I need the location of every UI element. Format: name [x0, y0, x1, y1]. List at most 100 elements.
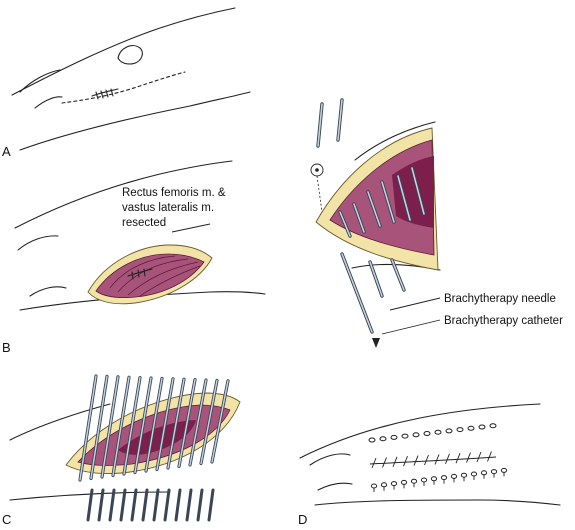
panel-c: C	[2, 374, 241, 527]
inset-needle-highlight	[341, 253, 373, 333]
panel-d-upper-button	[434, 429, 442, 435]
panel-d-suture-stitch	[434, 454, 440, 465]
panel-d-upper-button	[478, 424, 486, 430]
inset-needle-highlight	[337, 99, 343, 141]
panel-d-upper-button	[412, 432, 420, 438]
panel-b-leg-outline	[14, 160, 266, 311]
panel-c-needle-highlight	[211, 380, 229, 463]
panel-b-annotation-line-2: vastus lateralis m.	[122, 202, 214, 214]
panel-d-suture-stitch	[413, 455, 419, 466]
panel-d-lower-button	[490, 469, 498, 475]
panel-d-letter: D	[298, 512, 307, 527]
panel-b-knee-contour	[17, 235, 67, 297]
inset-needle-highlight	[369, 261, 383, 297]
panel-c-needle-lower	[163, 488, 171, 522]
panel-c-needle-highlight	[112, 376, 130, 477]
panel-d-lower-button	[470, 471, 478, 477]
inset-needle-group	[316, 98, 426, 334]
panel-c-needle-lower	[174, 488, 182, 522]
panel-d-lower-button	[400, 479, 408, 485]
panel-d-upper-button	[489, 423, 497, 429]
panel-c-needle-highlight	[156, 378, 174, 471]
panel-d-suture-stitch	[403, 456, 408, 467]
inset-detail: Brachytherapy needle Brachytherapy cathe…	[310, 98, 563, 348]
panel-d-lower-button	[440, 475, 448, 481]
panel-d-upper-button	[467, 425, 475, 431]
panel-d-lower-button	[410, 478, 418, 484]
panel-d-lower-button	[390, 481, 398, 487]
panel-d-upper-button	[368, 437, 376, 443]
panel-a-hip-fold	[117, 45, 143, 65]
panel-a-incision-plan	[61, 71, 186, 104]
panel-b-letter: B	[2, 340, 11, 355]
panel-c-needle-lower	[196, 488, 204, 522]
panel-d-suture-stitch	[371, 457, 377, 469]
panel-d-upper-button	[379, 436, 387, 442]
panel-c-needle-highlight	[90, 375, 108, 480]
panel-c-needle-lower	[130, 488, 138, 522]
panel-c-needle-group	[78, 374, 230, 522]
panel-d-upper-button	[423, 431, 431, 436]
panel-d-suture-stitch	[382, 457, 387, 468]
panel-d: D	[298, 403, 561, 527]
panel-d-suture-stitch	[466, 452, 471, 463]
panel-c-needle-highlight	[101, 376, 119, 478]
inset-needle-highlight	[339, 211, 351, 237]
inset-needle-label: Brachytherapy needle	[444, 293, 556, 305]
panel-d-lower-button	[450, 473, 458, 479]
panel-c-needle-lower	[119, 488, 127, 522]
inset-needle-highlight	[367, 191, 381, 227]
panel-d-suture-stitch	[455, 453, 461, 464]
panel-d-lower-button	[430, 476, 438, 482]
panel-c-letter: C	[2, 512, 11, 527]
panel-c-needle-lower	[97, 488, 105, 522]
panel-a-knee-contour	[19, 69, 63, 109]
inset-needle-leader	[389, 297, 441, 311]
panel-a: A	[2, 7, 251, 159]
panel-d-suture-line	[369, 456, 497, 465]
inset-needle-highlight	[397, 175, 411, 221]
panel-a-letter: A	[2, 144, 11, 159]
panel-c-needle-highlight	[200, 379, 218, 465]
inset-insertion-arrow	[372, 338, 380, 348]
panel-d-lower-button	[370, 483, 378, 489]
panel-c-needle-highlight	[134, 377, 152, 474]
panel-c-needle-highlight	[123, 376, 141, 475]
panel-d-suture-stitch	[424, 454, 429, 466]
panel-b-annotation-line-3: resected	[122, 217, 166, 229]
panel-c-needle-lower	[207, 488, 215, 522]
panel-c-needle-lower	[141, 488, 149, 522]
panel-d-upper-button	[456, 427, 464, 433]
panel-c-needle-highlight	[167, 378, 185, 469]
panel-d-suture-stitch	[445, 453, 450, 464]
panel-d-suture-stitch	[476, 451, 482, 463]
panel-c-needle-lower	[185, 488, 193, 522]
panel-b-annotation-leader	[171, 223, 211, 233]
panel-d-lower-button	[380, 482, 388, 488]
inset-needle-highlight	[317, 103, 323, 147]
panel-c-needle-highlight	[189, 379, 207, 466]
panel-a-leg-outline	[11, 7, 251, 151]
panel-b-suture	[127, 268, 153, 280]
panel-d-knee-contour	[309, 453, 353, 491]
panel-c-needle-highlight	[145, 377, 163, 472]
inset-needle-highlight	[381, 181, 395, 223]
inset-catheter-leader	[381, 319, 441, 335]
panel-d-upper-button	[445, 428, 453, 434]
panel-c-needle-highlight	[178, 378, 196, 468]
panel-b-muscle-fibers	[109, 255, 201, 297]
panel-d-suture-stitch	[487, 451, 492, 462]
panel-a-suture-line	[91, 88, 119, 100]
inset-needle-highlight	[353, 203, 365, 233]
panel-b-annotation-line-1: Rectus femoris m. &	[122, 187, 226, 199]
panel-b: Rectus femoris m. & vastus lateralis m. …	[2, 160, 266, 355]
panel-d-lower-button	[500, 467, 508, 473]
panel-d-lower-button	[420, 477, 428, 483]
inset-needle-highlight	[391, 259, 405, 291]
panel-d-upper-button	[401, 433, 409, 439]
inset-needle-highlight	[411, 167, 425, 215]
panel-c-needle-lower	[86, 488, 94, 522]
inset-button-anchor	[310, 163, 324, 213]
inset-catheter-label: Brachytherapy catheter	[444, 315, 563, 327]
